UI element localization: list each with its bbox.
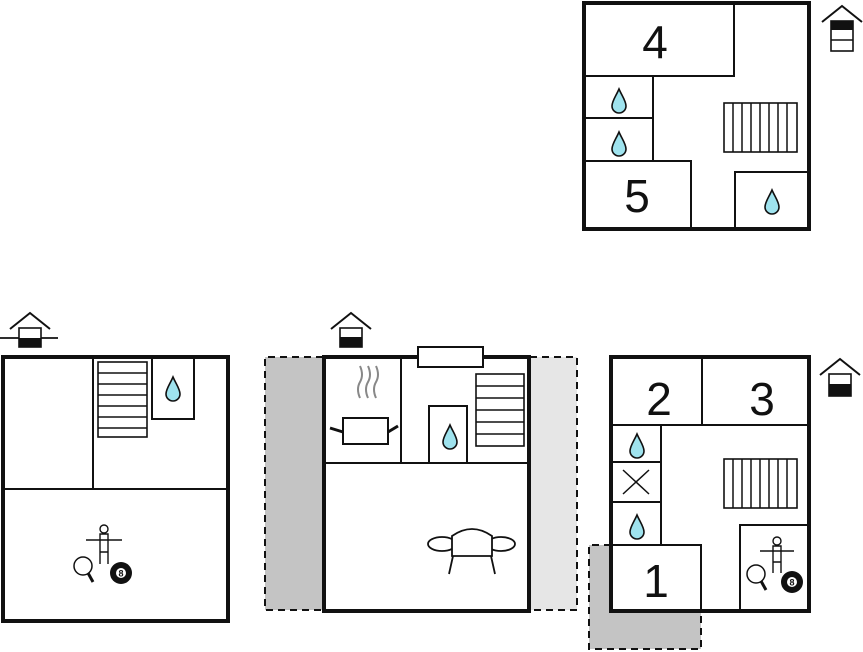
room-number-2: 2 <box>646 373 672 425</box>
billiard-ball-icon: 8 <box>781 571 803 593</box>
stairs-icon <box>475 373 525 447</box>
stairs-icon <box>723 102 798 153</box>
table-tennis-icon <box>746 564 766 584</box>
stairs-icon <box>97 361 148 438</box>
ground-floor-plan: 2 3 1 <box>588 355 861 650</box>
table-football-icon <box>86 524 122 564</box>
kitchen <box>329 365 399 445</box>
house-level-icon <box>0 311 58 348</box>
table-football-icon <box>760 536 794 573</box>
room-number-1: 1 <box>643 555 669 607</box>
table-tennis-icon <box>73 556 93 576</box>
room-5: 5 <box>584 160 692 229</box>
main-floor-plan <box>264 311 578 613</box>
stairs-icon <box>723 458 798 509</box>
billiard-ball-icon: 8 <box>110 562 132 584</box>
house-level-icon <box>819 357 861 397</box>
bathroom-main <box>428 405 468 464</box>
bathroom-upper-3 <box>734 171 809 229</box>
house-level-icon <box>330 311 372 348</box>
svg-text:8: 8 <box>789 578 794 588</box>
window <box>417 346 484 368</box>
room-1: 1 <box>611 544 702 611</box>
terrace-right <box>530 356 578 611</box>
house-level-icon <box>821 4 863 52</box>
basement-plan: 8 <box>0 311 230 623</box>
room-number-3: 3 <box>749 373 775 425</box>
cooking-pot-icon <box>329 365 399 445</box>
game-room: 8 <box>739 524 809 611</box>
room-number-5: 5 <box>624 170 650 222</box>
x-mark-icon <box>622 469 650 495</box>
svg-text:8: 8 <box>118 569 123 579</box>
upper-floor-plan: 4 5 <box>582 1 863 231</box>
room-number-4: 4 <box>642 16 668 68</box>
bathroom-basement <box>151 356 195 420</box>
terrace-left <box>264 356 323 611</box>
sofa-icon <box>427 528 516 575</box>
room-3: 3 <box>702 373 809 426</box>
